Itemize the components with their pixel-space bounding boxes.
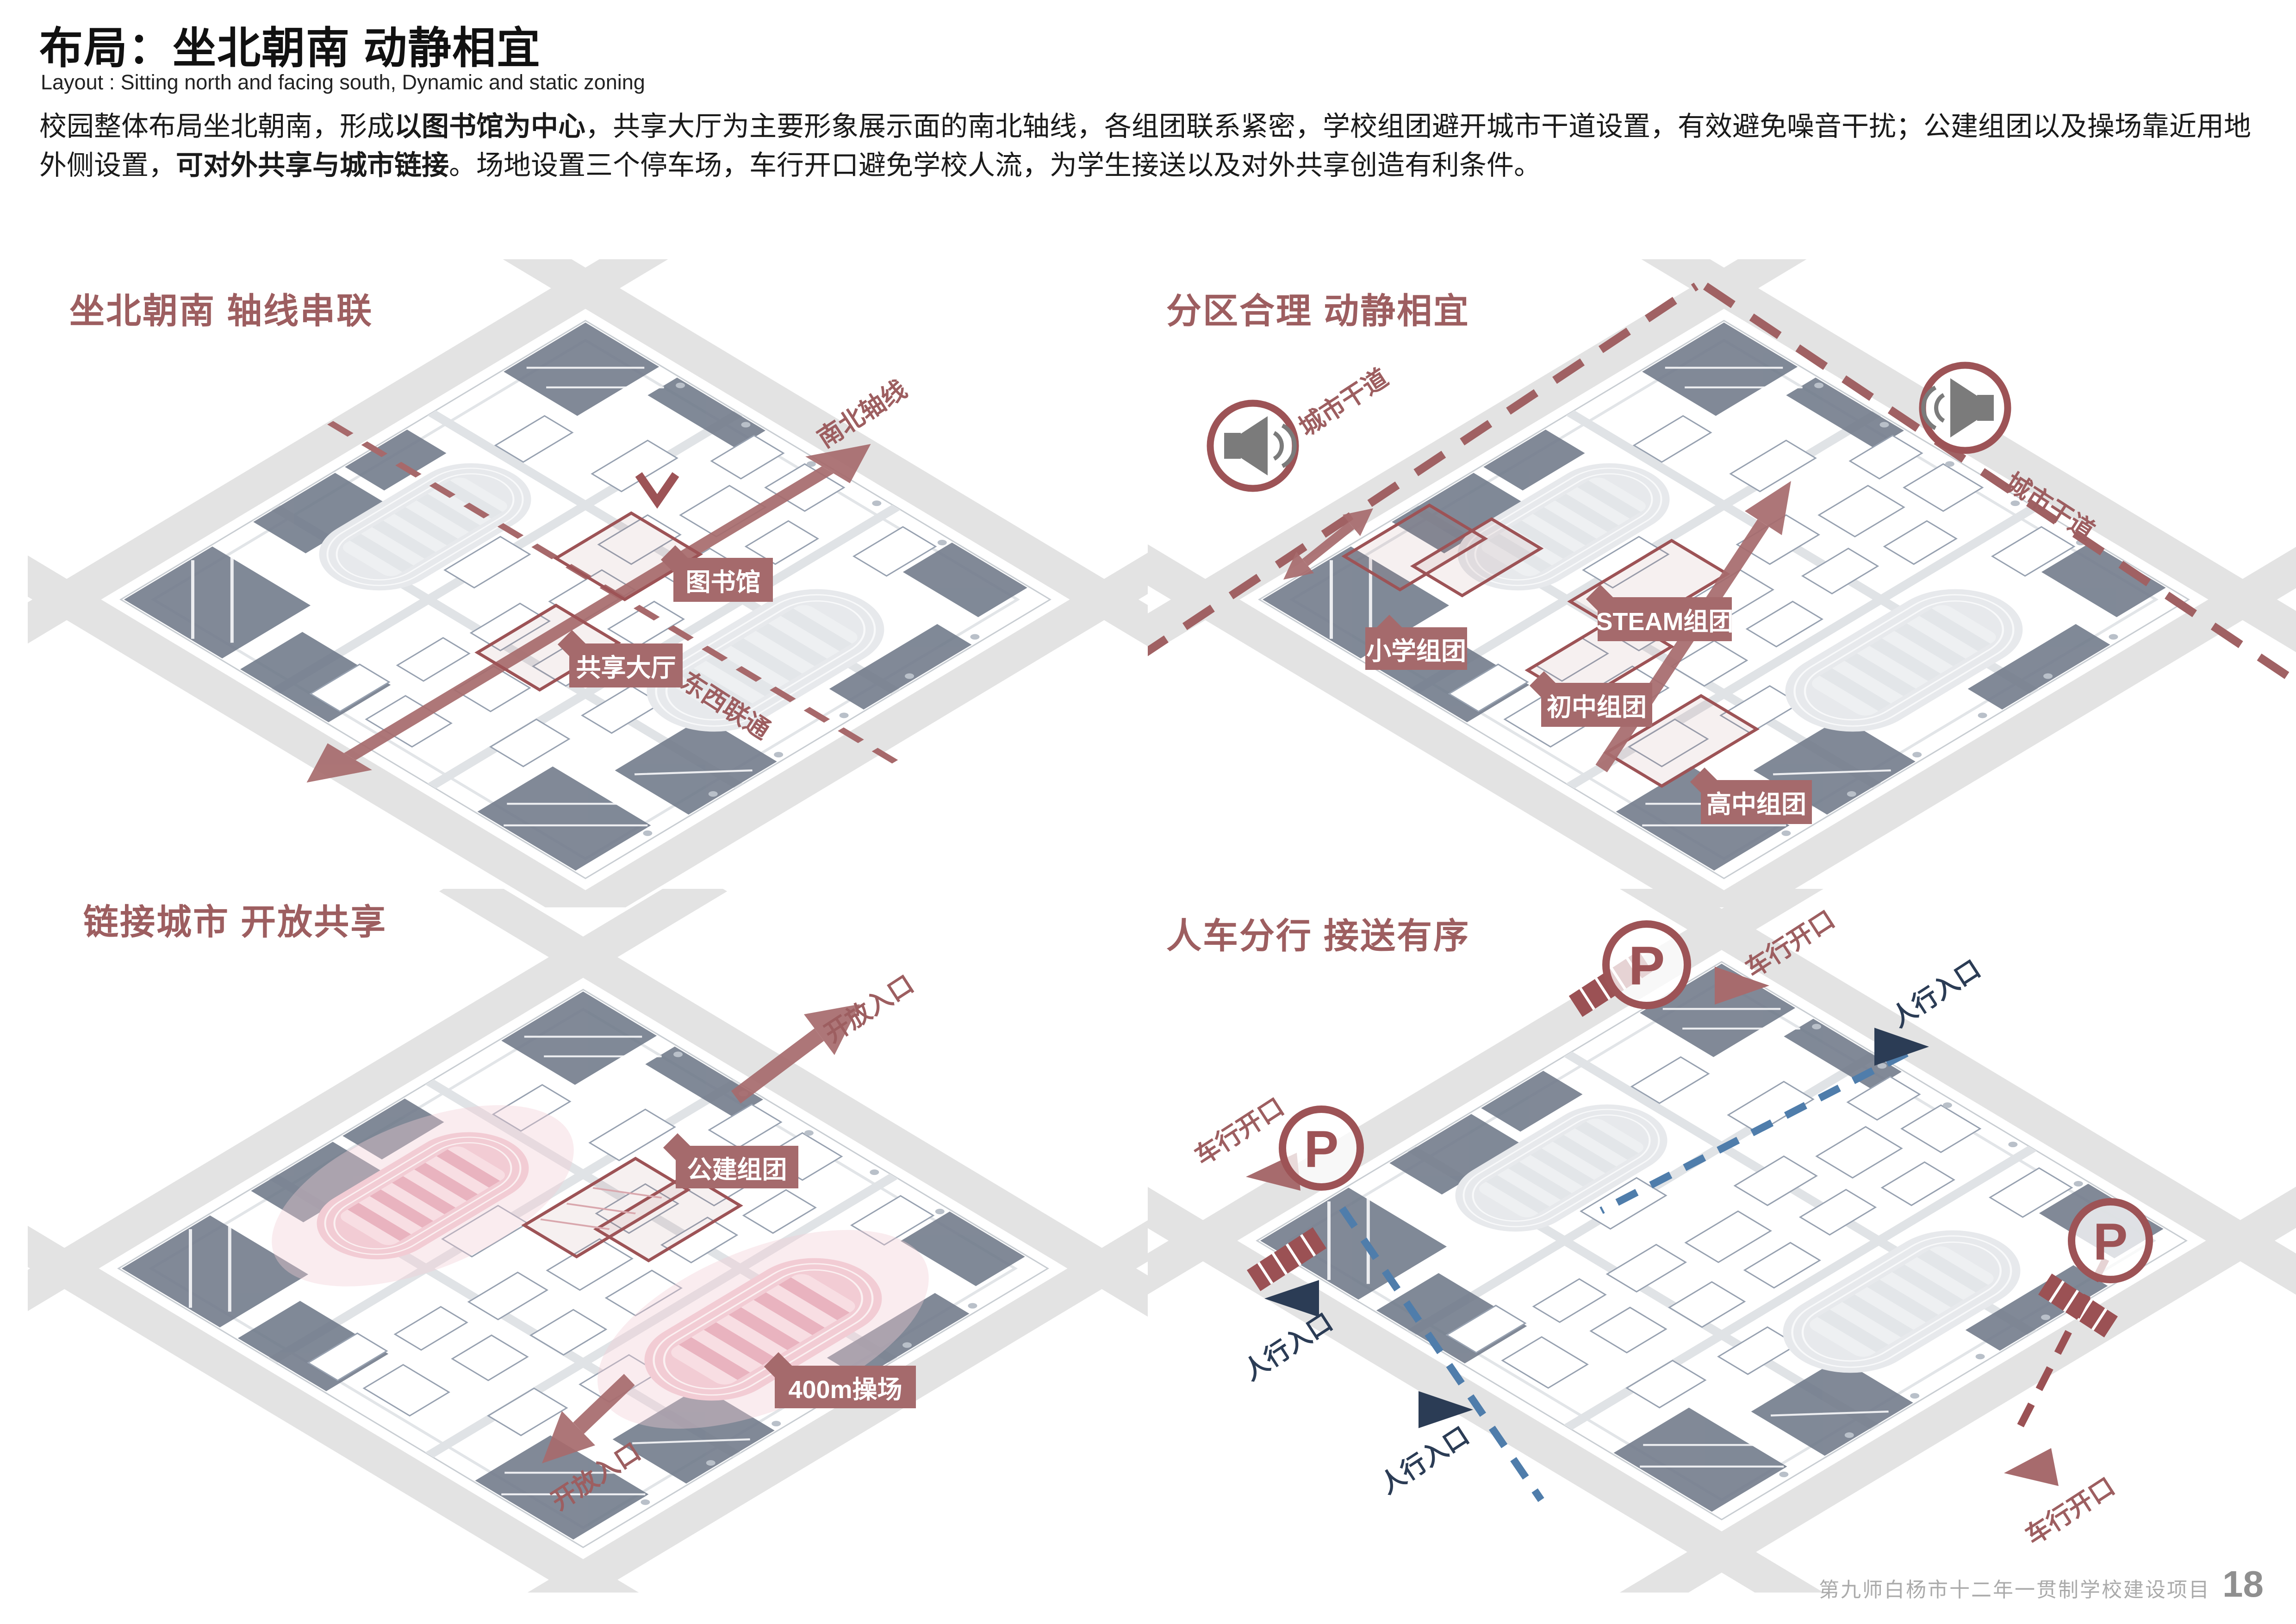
diagram-open-share-plan bbox=[28, 889, 1148, 1593]
library-outline bbox=[553, 511, 703, 601]
svg-text:P: P bbox=[1629, 935, 1665, 996]
diagram-open-share: 链接城市 开放共享 开放入口 开放入口 公建组团 400m操场 bbox=[28, 889, 1148, 1593]
svg-text:P: P bbox=[1304, 1120, 1339, 1178]
diagram-axis: 坐北朝南 轴线串联 南北轴线 东西联通 图书馆 共享大厅 bbox=[28, 259, 1148, 907]
page-subtitle: Layout : Sitting north and facing south,… bbox=[41, 70, 645, 94]
diagram-open-share-title: 链接城市 开放共享 bbox=[83, 903, 387, 942]
road-buffer-arrow bbox=[1283, 508, 1373, 580]
public-cluster-label: 公建组团 bbox=[687, 1156, 787, 1184]
parking-icon: P bbox=[1602, 920, 1691, 1009]
pedestrian-paths bbox=[1339, 1049, 1909, 1502]
steam-cluster-label: STEAM组团 bbox=[1596, 608, 1734, 636]
intro-seg-1: 校园整体布局坐北朝南，形成 bbox=[39, 111, 395, 142]
intro-seg-2-bold: 以图书馆为中心 bbox=[394, 111, 586, 142]
chevron-down-icon bbox=[635, 472, 679, 509]
north-south-axis-arrow bbox=[306, 443, 871, 783]
diagram-zoning: 分区合理 动静相宜 城市干道 城市干道 小学组团 STEAM组团 初中组团 高中… bbox=[1148, 259, 2296, 907]
vehicle-path bbox=[2010, 1257, 2109, 1442]
parking-icon: P bbox=[1279, 1106, 1364, 1191]
footer-page-number: 18 bbox=[2222, 1563, 2264, 1605]
svg-text:P: P bbox=[2093, 1212, 2128, 1270]
shared-hall-tag: 共享大厅 bbox=[557, 630, 683, 687]
diagram-zoning-title: 分区合理 动静相宜 bbox=[1166, 292, 1470, 331]
public-cluster-outline bbox=[521, 1156, 743, 1262]
parking-icon: P bbox=[2068, 1198, 2153, 1283]
high-cluster-label: 高中组团 bbox=[1706, 791, 1806, 818]
intro-seg-4-bold: 可对外共享与城市链接 bbox=[176, 150, 449, 181]
open-entry-arrow-ne bbox=[731, 1004, 860, 1104]
site-base bbox=[28, 259, 1148, 907]
library-tag: 图书馆 bbox=[660, 545, 773, 602]
library-tag-label: 图书馆 bbox=[685, 568, 761, 596]
diagram-axis-plan bbox=[28, 259, 1148, 907]
footer: 第九师白杨市十二年一贯制学校建设项目 18 bbox=[1819, 1563, 2264, 1605]
intro-seg-5: 。场地设置三个停车场，车行开口避免学校人流，为学生接送以及对外共享创造有利条件。 bbox=[449, 150, 1542, 181]
footer-project-name: 第九师白杨市十二年一贯制学校建设项目 bbox=[1819, 1579, 2211, 1601]
noise-speaker-icon bbox=[1923, 365, 2008, 450]
shared-hall-tag-label: 共享大厅 bbox=[576, 654, 676, 682]
track-400m-label: 400m操场 bbox=[788, 1375, 902, 1404]
primary-cluster-tag: 小学组团 bbox=[1365, 614, 1467, 670]
public-cluster-tag: 公建组团 bbox=[663, 1133, 798, 1188]
diagram-circulation: P P P 人车分行 接送有序 车行开口 车行开口 车行开口 人行入口 人行入口… bbox=[1148, 889, 2296, 1593]
city-artery-dashed-lines bbox=[1148, 282, 2294, 682]
steam-cluster-tag: STEAM组团 bbox=[1586, 584, 1734, 641]
open-entry-arrow-sw bbox=[542, 1374, 635, 1463]
intro-paragraph: 校园整体布局坐北朝南，形成以图书馆为中心，共享大厅为主要形象展示面的南北轴线，各… bbox=[39, 107, 2261, 185]
primary-cluster-label: 小学组团 bbox=[1366, 637, 1466, 665]
high-cluster-tag: 高中组团 bbox=[1690, 767, 1812, 824]
middle-cluster-label: 初中组团 bbox=[1547, 693, 1647, 721]
page-title: 布局：坐北朝南 动静相宜 bbox=[39, 24, 541, 72]
noise-speaker-icon bbox=[1210, 403, 1295, 488]
intro-seg-3: ，共享大厅为主要形象展示面的南北轴线，各组团联系紧密，学校组团避开城市干道设置，… bbox=[39, 111, 2252, 181]
diagram-circulation-plan: P P P bbox=[1148, 889, 2296, 1593]
middle-cluster-tag: 初中组团 bbox=[1529, 671, 1652, 727]
diagram-axis-title: 坐北朝南 轴线串联 bbox=[69, 292, 373, 331]
diagram-circulation-title: 人车分行 接送有序 bbox=[1166, 917, 1470, 956]
axis-arrow bbox=[1595, 481, 1791, 773]
pedestrian-entry-arrows bbox=[1264, 1028, 1929, 1428]
track-400m-tag: 400m操场 bbox=[764, 1352, 916, 1408]
